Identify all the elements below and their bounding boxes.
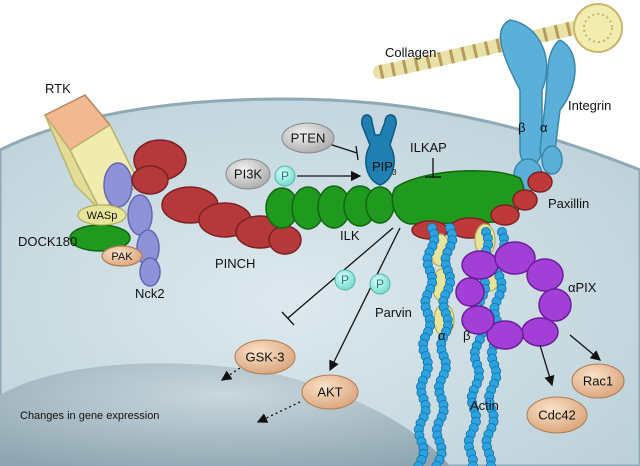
rtk-label: RTK	[45, 81, 71, 96]
paxillin-label: Paxillin	[548, 196, 589, 211]
phospho-marker-gsk3: P	[334, 269, 356, 291]
pinch-protein	[131, 139, 302, 255]
wasp-protein: WASp	[77, 204, 127, 226]
pip3-label: PIP	[372, 159, 393, 174]
gsk3-node: GSK-3	[234, 339, 296, 375]
parvin-alpha-label: α	[438, 328, 446, 343]
nck2-protein	[103, 162, 161, 287]
rac1-node: Rac1	[571, 363, 625, 399]
integrin-label: Integrin	[568, 98, 611, 113]
pi3k-node: PI3K	[225, 158, 271, 190]
cdc42-node: Cdc42	[526, 396, 588, 434]
nck2-label: Nck2	[135, 286, 165, 301]
phospho-marker-pi3k: P	[274, 165, 296, 187]
ilk-protein	[265, 170, 525, 230]
alphapix-protein	[455, 241, 572, 350]
rac1-label: Rac1	[583, 373, 613, 388]
pten-label: PTEN	[291, 130, 326, 145]
pinch-label: PINCH	[215, 256, 255, 271]
integrin-alpha-label: α	[540, 120, 548, 135]
collagen-label: Collagen	[385, 45, 436, 60]
collagen-fiber	[373, 3, 623, 79]
phospho-marker-akt: P	[369, 273, 391, 295]
wasp-label: WASp	[87, 210, 118, 222]
pak-protein: PAK	[101, 245, 143, 267]
cdc42-label: Cdc42	[538, 407, 576, 422]
gene-expression-label: Changes in gene expression	[20, 410, 159, 422]
phospho-label: P	[341, 273, 349, 287]
ilkap-label: ILKAP	[410, 140, 447, 155]
integrin	[499, 19, 576, 192]
nucleus	[0, 363, 450, 466]
pip3-lipid	[361, 114, 397, 186]
pten-node: PTEN	[281, 122, 335, 154]
actin-filaments	[413, 222, 510, 466]
phospho-label: P	[281, 169, 289, 183]
parvin-beta-label: β	[463, 328, 470, 343]
dock180-label: DOCK180	[18, 234, 77, 249]
phospho-label: P	[376, 277, 384, 291]
ilk-label: ILK	[340, 228, 360, 243]
gsk3-label: GSK-3	[245, 349, 284, 364]
actin-label: Actin	[470, 398, 499, 413]
pip3-subscript: 3	[392, 168, 397, 177]
akt-node: AKT	[301, 374, 359, 410]
integrin-beta-label: β	[518, 120, 525, 135]
parvin-label: Parvin	[375, 305, 412, 320]
pi3k-label: PI3K	[234, 166, 263, 181]
alphapix-label: αPIX	[568, 280, 597, 295]
akt-label: AKT	[317, 384, 342, 399]
pak-label: PAK	[111, 251, 133, 263]
